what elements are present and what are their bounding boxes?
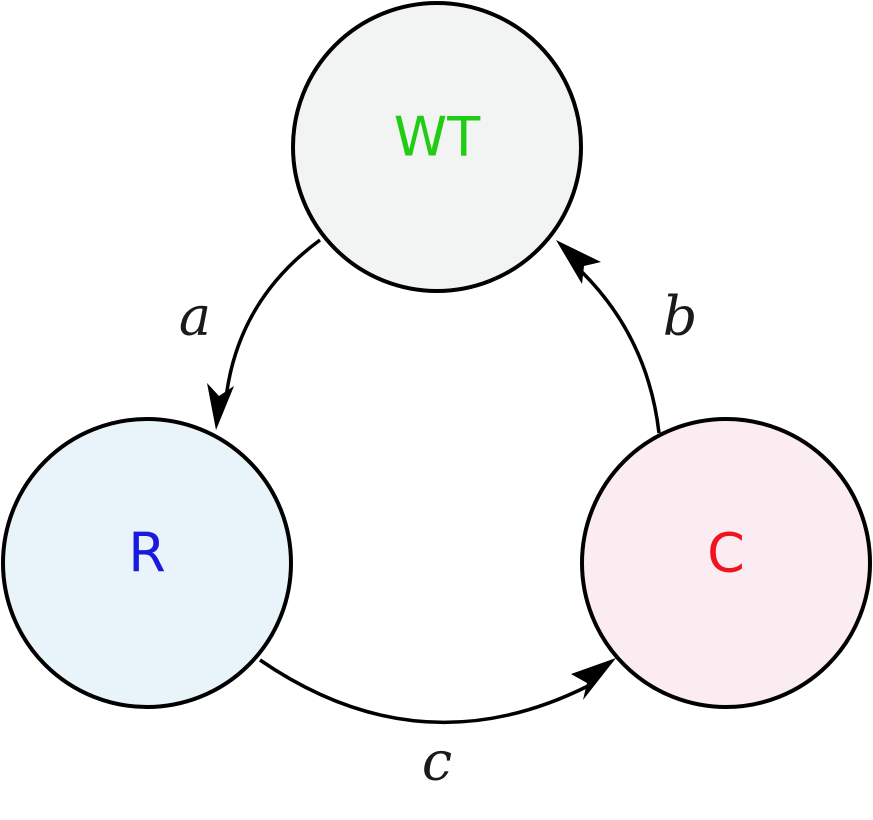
- edge-a-arrowhead: [207, 383, 234, 430]
- node-r-circle: [1, 417, 293, 709]
- edge-c-arrowhead: [571, 658, 616, 700]
- edge-c: c: [259, 658, 616, 793]
- node-wt: WT: [291, 1, 583, 293]
- edge-b-curve: [580, 270, 661, 434]
- edge-c-curve: [259, 658, 589, 725]
- edge-a: a: [179, 238, 322, 430]
- node-c-circle: [580, 417, 872, 709]
- node-c: C: [580, 417, 872, 709]
- edge-b: b: [556, 240, 698, 434]
- edge-a-curve: [224, 238, 322, 399]
- node-r: R: [1, 417, 293, 709]
- edge-a-label: a: [179, 285, 211, 348]
- node-wt-label: WT: [394, 106, 481, 169]
- node-wt-circle: [291, 1, 583, 293]
- node-c-label: C: [707, 522, 745, 585]
- node-r-label: R: [128, 522, 166, 585]
- edge-c-label: c: [422, 730, 452, 793]
- edge-b-arrowhead: [556, 240, 601, 284]
- edge-b-label: b: [663, 285, 698, 348]
